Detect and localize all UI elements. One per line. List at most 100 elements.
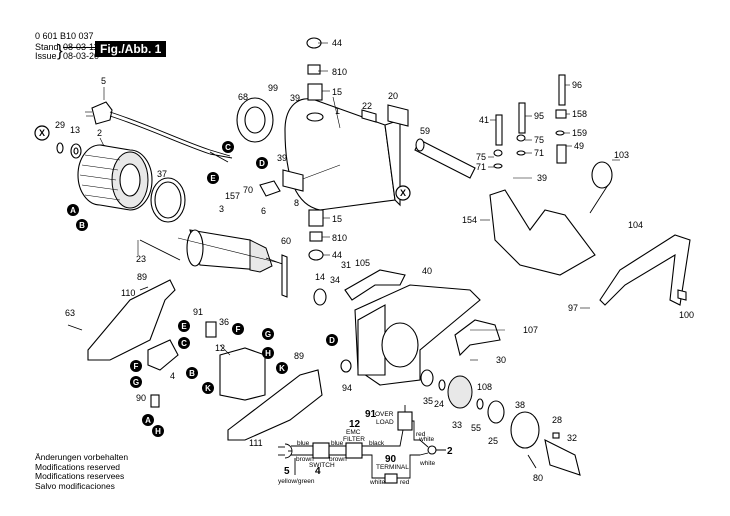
- handle-105: [344, 269, 406, 301]
- label-107: 107: [523, 325, 538, 335]
- switch-number: 4: [315, 466, 321, 477]
- note-es: Salvo modificaciones: [35, 480, 115, 491]
- wire-white-3: white: [369, 479, 386, 486]
- overload-symbol: [397, 411, 413, 431]
- stand-date: 08-03-11: [63, 42, 99, 52]
- switch-cover-110: [87, 279, 176, 361]
- base-bracket-154: [489, 189, 596, 276]
- label-14: 14: [315, 272, 325, 282]
- label-22: 22: [362, 101, 372, 111]
- label-97: 97: [568, 303, 578, 313]
- part-number: 0 601 B10 037: [35, 31, 94, 41]
- svg-text:G: G: [133, 378, 139, 387]
- power-cord: [85, 87, 233, 163]
- label-33: 33: [452, 420, 462, 430]
- label-59: 59: [420, 126, 430, 136]
- emc-filter-12: [219, 347, 266, 401]
- switch-4: [147, 339, 179, 371]
- svg-text:B: B: [79, 221, 85, 230]
- bolt-95: [518, 102, 526, 134]
- connector-f-1: F: [130, 360, 142, 372]
- washer-71b: [516, 150, 526, 156]
- connector-b-1: B: [76, 219, 88, 231]
- label-105: 105: [355, 258, 370, 268]
- label-24: 24: [434, 399, 444, 409]
- svg-text:D: D: [259, 159, 265, 168]
- handle-107: [454, 319, 501, 357]
- label-28: 28: [552, 415, 562, 425]
- connector-d-2: D: [326, 334, 338, 346]
- wire-blue-1: blue: [297, 440, 310, 447]
- screw-63: [67, 324, 83, 331]
- brush-holder-15-top: [307, 83, 323, 101]
- svg-text:C: C: [225, 143, 231, 152]
- wire-white-1: white: [418, 436, 435, 443]
- label-36: 36: [219, 317, 229, 327]
- connector-x-right: X: [395, 185, 411, 201]
- label-55: 55: [471, 423, 481, 433]
- connector-e-2: E: [178, 320, 190, 332]
- tool-holder-32: [544, 439, 581, 476]
- washer-159: [555, 130, 565, 136]
- key-28: [552, 432, 560, 439]
- label-44a: 44: [332, 38, 342, 48]
- nut-158: [555, 109, 567, 119]
- label-89b: 89: [294, 351, 304, 361]
- svg-text:H: H: [265, 349, 271, 358]
- gear-housing: [354, 284, 481, 386]
- label-75b: 75: [534, 135, 544, 145]
- svg-text:E: E: [210, 174, 216, 183]
- screw-80: [527, 454, 537, 469]
- wiring-labels: 12 EMC FILTER 91 OVER LOAD 90 TERMINAL 4…: [278, 409, 453, 486]
- switch-symbol: [312, 442, 330, 459]
- svg-text:K: K: [205, 384, 211, 393]
- svg-text:A: A: [70, 206, 76, 215]
- label-810b: 810: [332, 233, 347, 243]
- label-41: 41: [479, 115, 489, 125]
- note-en: Modifications reserved: [35, 461, 121, 472]
- screw-100: [677, 289, 687, 301]
- wire-black: black: [369, 440, 385, 447]
- label-plate-20: [387, 104, 409, 127]
- washer-71a: [493, 163, 503, 169]
- label-75a: 75: [476, 152, 486, 162]
- svg-text:F: F: [134, 362, 139, 371]
- overload-label-2: LOAD: [376, 419, 394, 426]
- label-96: 96: [572, 80, 582, 90]
- label-1: 1: [335, 106, 340, 116]
- svg-text:E: E: [181, 322, 187, 331]
- svg-text:A: A: [145, 416, 151, 425]
- label-103: 103: [614, 150, 629, 160]
- leader-lines: [219, 42, 620, 361]
- switch-label: SWITCH: [309, 462, 335, 469]
- svg-text:D: D: [329, 336, 335, 345]
- label-80: 80: [533, 473, 543, 483]
- label-40: 40: [422, 266, 432, 276]
- label-35: 35: [423, 396, 433, 406]
- connector-c-2: C: [178, 337, 190, 349]
- cover-111: [227, 369, 323, 441]
- bearing-35: [420, 369, 434, 387]
- wire-brown-2: brown: [329, 456, 347, 463]
- label-38: 38: [515, 400, 525, 410]
- modifications-notes: Änderungen vorbehalten Modifications res…: [35, 452, 128, 491]
- label-95: 95: [534, 111, 544, 121]
- filter-label-1: EMC: [346, 429, 361, 436]
- bearing-14: [313, 288, 327, 306]
- bearing-25: [487, 400, 505, 424]
- connector-g-2: G: [262, 328, 274, 340]
- wiring-diagram: [278, 405, 446, 484]
- brush-cap-44-bottom: [308, 249, 324, 261]
- terminal-label: TERMINAL: [376, 464, 409, 471]
- connector-b-2: B: [186, 367, 198, 379]
- label-37: 37: [157, 169, 167, 179]
- label-plate-8: [282, 169, 304, 192]
- plug-94: [340, 359, 352, 373]
- svg-text:B: B: [189, 369, 195, 378]
- connector-k-1: K: [202, 382, 214, 394]
- label-810a: 810: [332, 67, 347, 77]
- plug-number: 5: [284, 466, 290, 477]
- connector-a-1: A: [67, 204, 79, 216]
- label-49: 49: [574, 141, 584, 151]
- label-159: 159: [572, 128, 587, 138]
